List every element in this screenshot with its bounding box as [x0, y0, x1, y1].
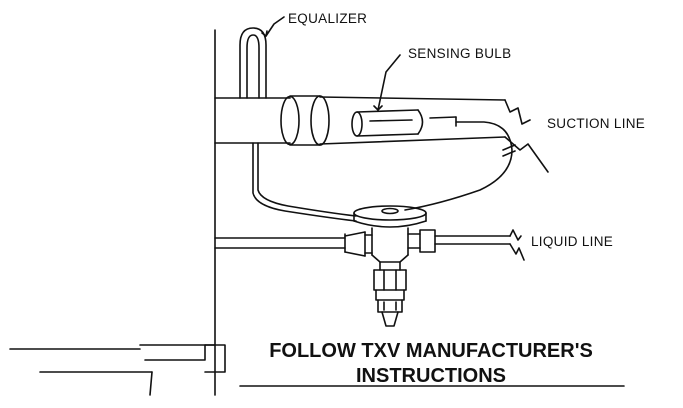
sensing-bulb — [351, 109, 457, 137]
equalizer-label: EQUALIZER — [288, 11, 367, 26]
suction-line-pipe — [214, 95, 549, 173]
caption-line-1: FOLLOW TXV MANUFACTURER'S — [269, 340, 593, 362]
capillary-tube — [404, 121, 516, 211]
sensing-bulb-label: SENSING BULB — [408, 46, 511, 61]
txv-valve-body — [371, 227, 409, 327]
leader-lines — [261, 16, 401, 111]
equalizer-tube — [239, 27, 357, 222]
liquid-line-label: LIQUID LINE — [531, 234, 613, 249]
liquid-line-pipe — [214, 229, 525, 261]
caption-line-2: INSTRUCTIONS — [356, 365, 506, 387]
txv-valve-head — [353, 205, 427, 228]
cabinet-wall — [9, 29, 226, 396]
suction-line-label: SUCTION LINE — [547, 116, 645, 131]
